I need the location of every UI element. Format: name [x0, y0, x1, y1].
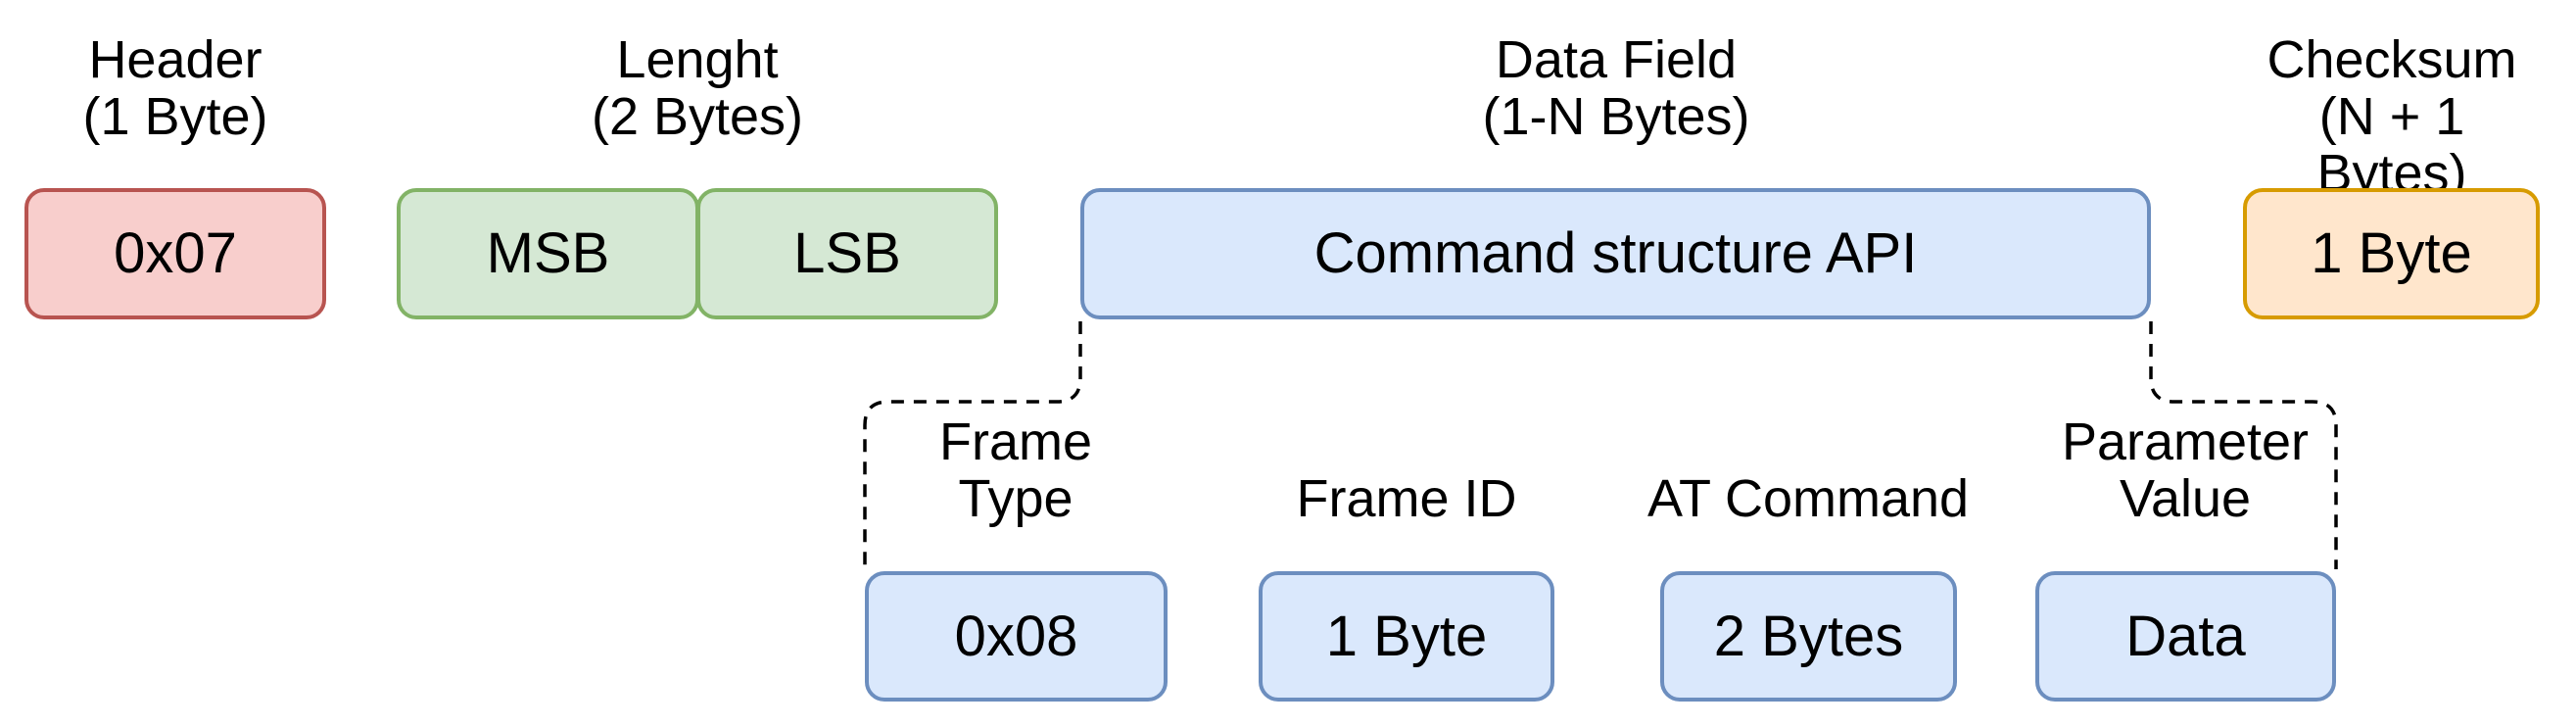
- checksum-byte-box: 1 Byte: [2243, 188, 2540, 319]
- checksum-field-label: Checksum (N + 1 Bytes): [2266, 30, 2517, 203]
- frame-type-label: Frame Type: [938, 412, 1093, 528]
- data-field-label: Data Field (1-N Bytes): [1482, 30, 1750, 146]
- length-msb-box: MSB: [397, 188, 699, 319]
- at-command-label: AT Command: [1646, 469, 1970, 528]
- frame-id-label: Frame ID: [1296, 469, 1517, 528]
- header-byte-box: 0x07: [24, 188, 326, 319]
- at-command-box: 2 Bytes: [1660, 571, 1957, 702]
- length-field-label: Lenght (2 Bytes): [591, 30, 804, 146]
- length-lsb-box: LSB: [696, 188, 998, 319]
- frame-id-box: 1 Byte: [1259, 571, 1554, 702]
- data-field-box: Command structure API: [1080, 188, 2151, 319]
- frame-type-box: 0x08: [865, 571, 1168, 702]
- parameter-value-label: Parameter Value: [2061, 412, 2310, 528]
- header-field-label: Header (1 Byte): [82, 30, 268, 146]
- parameter-value-box: Data: [2035, 571, 2336, 702]
